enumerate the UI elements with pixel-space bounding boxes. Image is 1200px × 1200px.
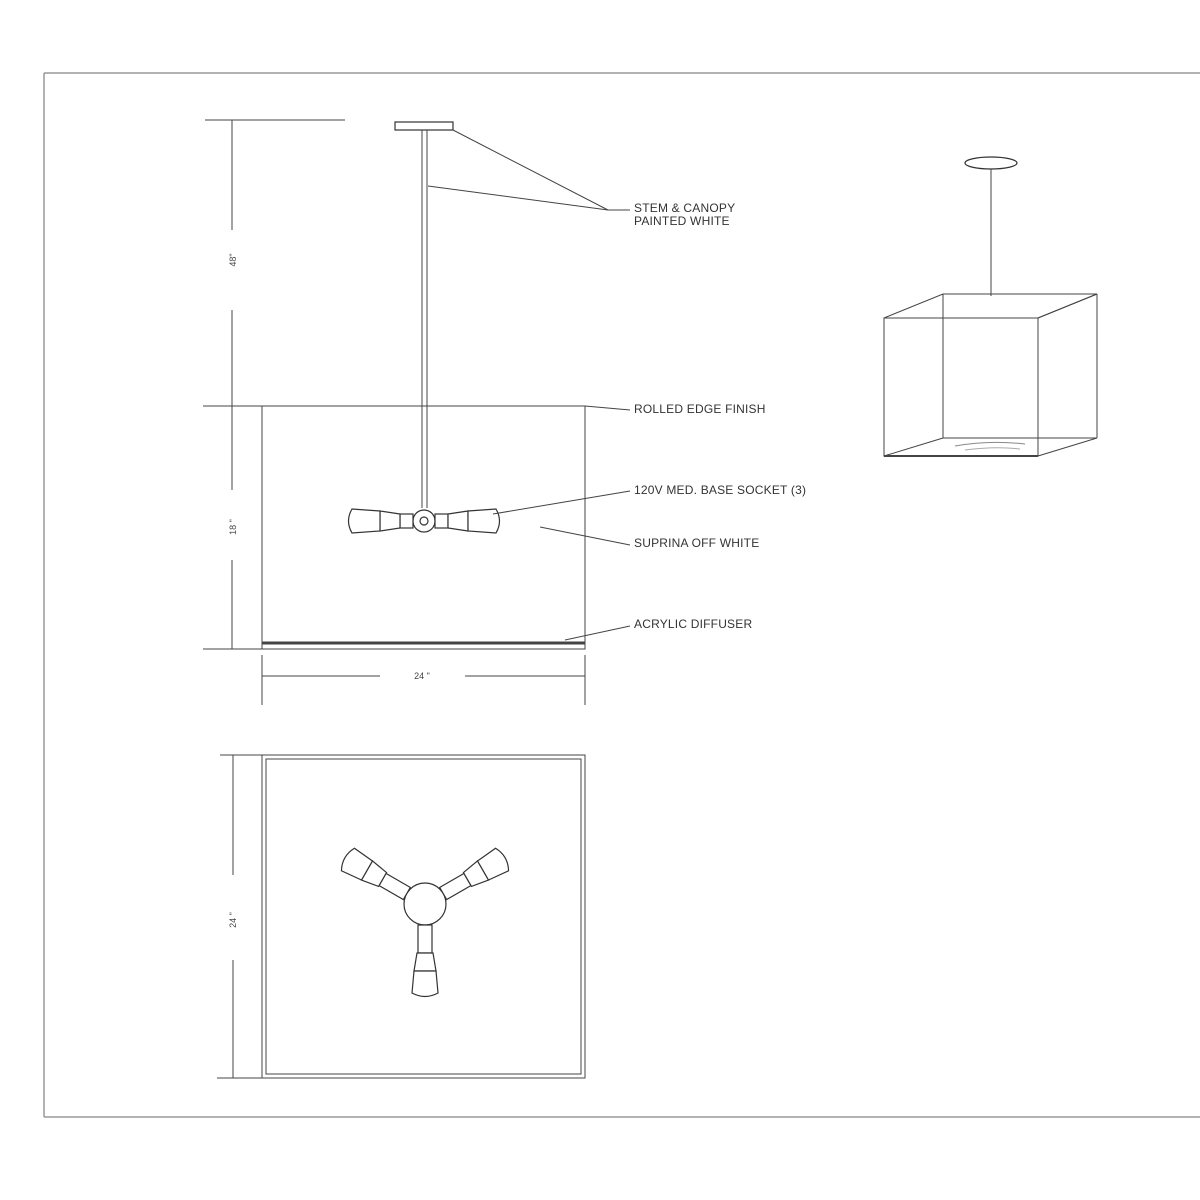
dim-shade-height: 18 ": [228, 519, 238, 535]
callout-diffuser: ACRYLIC DIFFUSER: [634, 617, 752, 631]
socket-cluster-side: [347, 508, 501, 534]
elevation-view: [203, 119, 631, 705]
callout-stem-line2: PAINTED WHITE: [634, 214, 730, 228]
callout-labels: STEM & CANOPY PAINTED WHITE ROLLED EDGE …: [634, 201, 806, 631]
perspective-canopy: [964, 156, 1018, 170]
leader-lines: [427, 129, 631, 641]
perspective-shade: [883, 293, 1098, 457]
callout-stem-line1: STEM & CANOPY: [634, 201, 735, 215]
callout-socket: 120V MED. BASE SOCKET (3): [634, 483, 806, 497]
sheet-frame: [43, 72, 1200, 1118]
shade: [261, 405, 586, 650]
perspective-view: [883, 156, 1098, 457]
plan-shade-inner: [265, 758, 582, 1075]
dim-plan-depth: 24 ": [228, 912, 238, 928]
plan-shade-outer: [261, 754, 586, 1079]
horizontal-dimension: [261, 655, 586, 705]
dim-stem-height: 48": [228, 253, 238, 266]
plan-dimension: [217, 754, 262, 1079]
plan-view: [217, 754, 586, 1079]
vertical-dimension: [203, 119, 345, 650]
dim-shade-width: 24 ": [414, 671, 430, 681]
dimension-labels: 48" 18 " 24 " 24 ": [228, 253, 430, 927]
callout-rolled-edge: ROLLED EDGE FINISH: [634, 402, 766, 416]
callout-shade: SUPRINA OFF WHITE: [634, 536, 759, 550]
socket-cluster-plan: [340, 847, 510, 998]
canopy: [394, 121, 454, 131]
